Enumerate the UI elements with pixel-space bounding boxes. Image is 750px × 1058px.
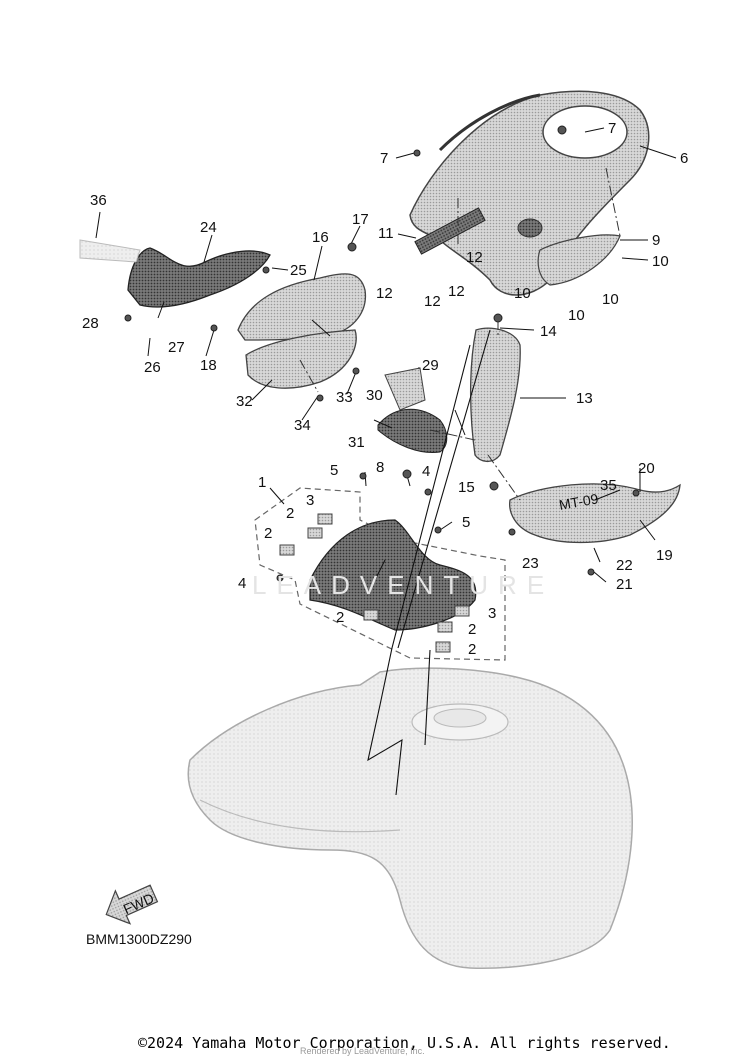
callout-2-e: 2 — [468, 641, 476, 658]
callout-5-b: 5 — [462, 514, 470, 531]
callout-27: 27 — [168, 339, 185, 356]
callout-26: 26 — [144, 359, 161, 376]
callout-5-a: 5 — [330, 462, 338, 479]
leader-lines — [95, 127, 677, 583]
callout-13: 13 — [576, 390, 593, 407]
callout-23: 23 — [522, 555, 539, 572]
callout-14: 14 — [540, 323, 557, 340]
callout-2-c: 2 — [336, 609, 344, 626]
rendered-by-credit: Rendered by LeadVenture, Inc. — [300, 1046, 425, 1056]
duct-31 — [377, 408, 448, 454]
callout-2-b: 2 — [264, 525, 272, 542]
callout-19: 19 — [656, 547, 673, 564]
right-small-cover — [537, 234, 621, 286]
callout-7-left: 7 — [380, 150, 388, 167]
callout-28: 28 — [82, 315, 99, 332]
bracket-29 — [384, 367, 426, 411]
callout-22: 22 — [616, 557, 633, 574]
callout-31: 31 — [348, 434, 365, 451]
callout-29: 29 — [422, 357, 439, 374]
callout-7-top: 7 — [608, 120, 616, 137]
watermark: LEADVENTURE — [252, 570, 555, 600]
callout-35: 35 — [600, 477, 617, 494]
callout-15: 15 — [458, 479, 475, 496]
copyright-notice: ©2024 Yamaha Motor Corporation, U.S.A. A… — [138, 1034, 671, 1052]
callout-numbers: 7 6 7 36 24 17 16 11 12 9 10 25 12 12 12… — [82, 120, 688, 658]
callout-33: 33 — [336, 389, 353, 406]
callout-32: 32 — [236, 393, 253, 410]
callout-17: 17 — [352, 211, 369, 228]
callout-34: 34 — [294, 417, 311, 434]
callout-4-a: 4 — [422, 463, 430, 480]
callout-21: 21 — [616, 576, 633, 593]
callout-18: 18 — [200, 357, 217, 374]
inner-assembly — [254, 487, 506, 661]
callout-9: 9 — [652, 232, 660, 249]
callout-10-d: 10 — [568, 307, 585, 324]
callout-2-a: 2 — [286, 505, 294, 522]
right-lower-cover: MT-09 — [509, 483, 681, 544]
callout-25: 25 — [290, 262, 307, 279]
callout-30: 30 — [366, 387, 383, 404]
callout-12-c: 12 — [424, 293, 441, 310]
callout-10-c: 10 — [602, 291, 619, 308]
fwd-label: FWD — [121, 890, 157, 918]
callout-12-a: 12 — [466, 249, 483, 266]
callout-6: 6 — [680, 150, 688, 167]
bracket-11 — [414, 207, 486, 255]
fasteners — [124, 125, 640, 582]
callout-11: 11 — [378, 225, 394, 242]
vertical-panel-13 — [469, 327, 521, 463]
tank-guide-lines — [367, 329, 491, 796]
callout-2-d: 2 — [468, 621, 476, 638]
forward-direction-arrow: FWD — [105, 884, 159, 925]
mt-logo-label: MT-09 — [558, 490, 600, 513]
callout-36: 36 — [90, 192, 107, 209]
callout-20: 20 — [638, 460, 655, 477]
callout-3-a: 3 — [306, 492, 314, 509]
callout-12-d: 12 — [448, 283, 465, 300]
clip-parts — [279, 513, 470, 653]
diagram-code: BMM1300DZ290 — [86, 931, 192, 947]
callout-4-b: 4 — [238, 575, 246, 592]
left-side-cover — [79, 239, 271, 308]
assembly-guide-lines — [299, 167, 621, 501]
fuel-tank — [187, 667, 633, 969]
callout-16: 16 — [312, 229, 329, 246]
callout-3-b: 3 — [488, 605, 496, 622]
side-panel-32 — [245, 329, 357, 389]
callout-1: 1 — [258, 474, 266, 491]
callout-10-a: 10 — [652, 253, 669, 270]
callout-24: 24 — [200, 219, 217, 236]
callout-10-b: 10 — [514, 285, 531, 302]
callout-12-b: 12 — [376, 285, 393, 302]
callout-8: 8 — [376, 459, 384, 476]
